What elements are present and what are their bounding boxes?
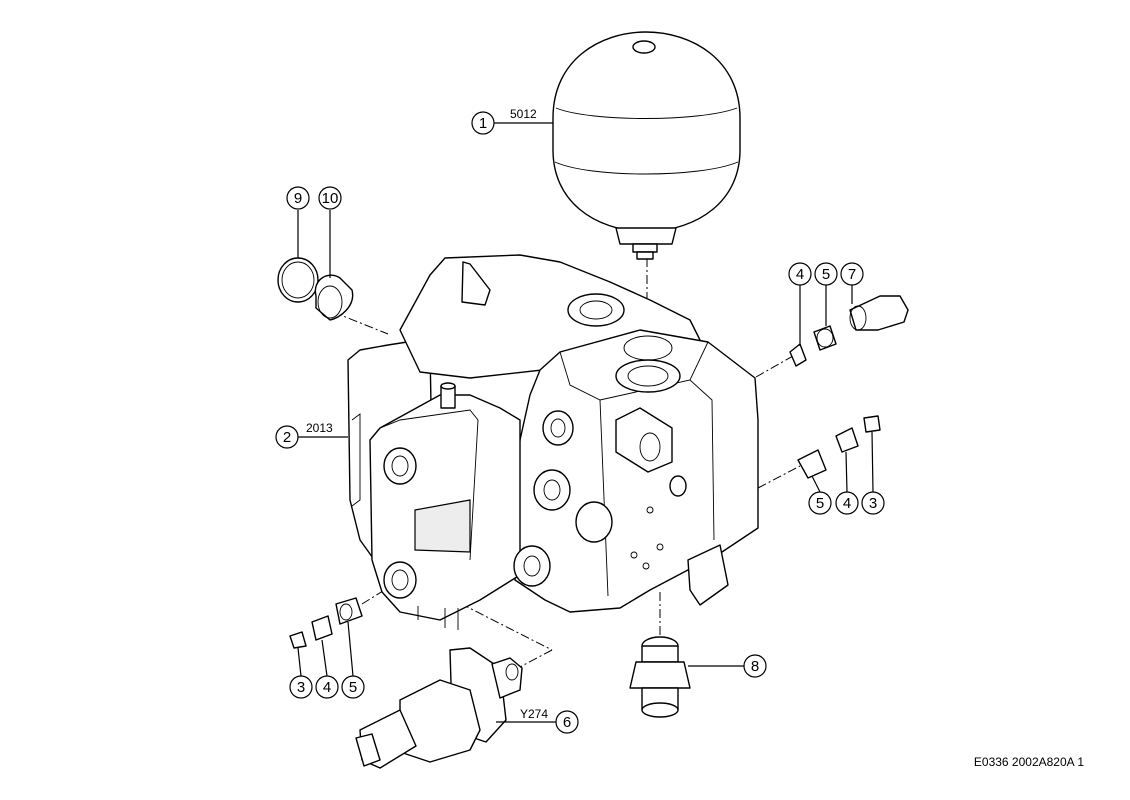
callout-number: 5 <box>816 495 824 512</box>
callout-4-left: 4 <box>315 675 339 699</box>
callout-3-right: 3 <box>861 491 885 515</box>
callout-5-left: 5 <box>341 675 365 699</box>
callout-7: 7 <box>840 262 864 286</box>
callout-4-right: 4 <box>835 491 859 515</box>
callout-number: 3 <box>869 495 877 512</box>
callout-number: 4 <box>796 266 804 283</box>
callout-number: 10 <box>322 190 339 207</box>
circlip-part <box>277 257 319 303</box>
callout-9: 9 <box>286 186 310 210</box>
part-code-2013: 2013 <box>306 421 333 435</box>
callout-number: 4 <box>843 495 851 512</box>
callout-number: 4 <box>323 679 331 696</box>
part-code-y274: Y274 <box>520 707 548 721</box>
callout-number: 9 <box>294 190 302 207</box>
solenoid-valve-part <box>355 647 523 769</box>
callout-number: 6 <box>563 714 571 731</box>
pressure-accumulator <box>552 31 741 260</box>
valve-block-housing <box>347 254 759 630</box>
leader-lines <box>297 122 874 723</box>
callout-number: 8 <box>751 658 759 675</box>
callout-10: 10 <box>318 186 342 210</box>
sealing-ring-part <box>314 274 354 321</box>
callout-number: 2 <box>283 429 291 446</box>
left-lower-fittings <box>289 597 363 649</box>
part-code-5012: 5012 <box>510 107 537 121</box>
callout-number: 5 <box>822 266 830 283</box>
callout-number: 1 <box>479 115 487 132</box>
callout-number: 3 <box>297 679 305 696</box>
callout-number: 7 <box>848 266 856 283</box>
callout-number: 5 <box>349 679 357 696</box>
callout-3-left: 3 <box>289 675 313 699</box>
callout-4-top: 4 <box>788 262 812 286</box>
right-lower-fittings <box>797 415 881 479</box>
callout-1: 1 5012 <box>471 107 537 135</box>
callout-5-right: 5 <box>808 491 832 515</box>
callout-6: 6 Y274 <box>520 707 579 734</box>
callout-5-top: 5 <box>814 262 838 286</box>
callout-2: 2 2013 <box>275 421 333 449</box>
pressure-switch-part <box>629 636 691 718</box>
figure-id: E0336 2002A820A 1 <box>974 755 1084 769</box>
right-upper-fittings <box>789 295 909 367</box>
callout-8: 8 <box>743 654 767 678</box>
